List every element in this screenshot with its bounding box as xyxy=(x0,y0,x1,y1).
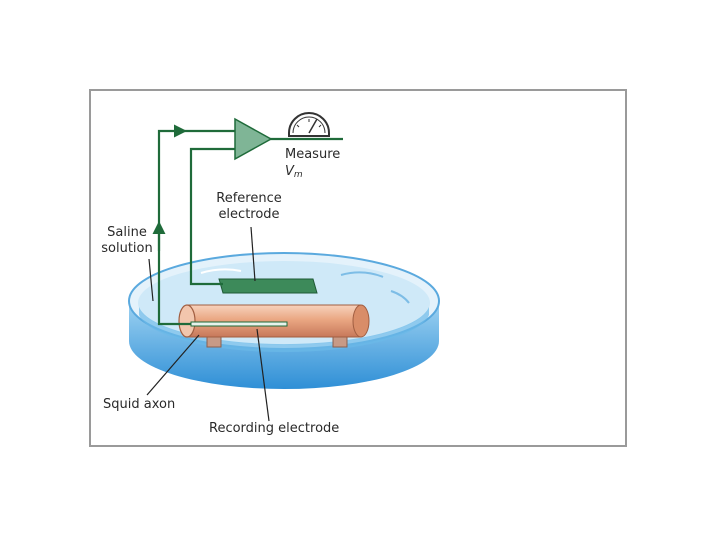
vm-label-sub: m xyxy=(293,170,303,180)
voltmeter-icon xyxy=(288,112,330,137)
reference-label-line1: Reference xyxy=(216,191,282,206)
squid-axon xyxy=(178,304,370,338)
squid-axon-label-text: Squid axon xyxy=(103,397,176,412)
reference-label-line2: electrode xyxy=(218,207,280,222)
leader-saline xyxy=(148,258,154,302)
leader-squid xyxy=(146,334,200,396)
reference-wire xyxy=(189,147,235,286)
reference-electrode xyxy=(218,278,318,294)
reflection-streak xyxy=(390,290,410,304)
amplifier-icon xyxy=(234,117,273,161)
saline-label-line1: Saline xyxy=(107,225,147,240)
squid-axon-label: Squid axon xyxy=(103,397,175,413)
recording-electrode-label-text: Recording electrode xyxy=(209,421,340,436)
leader-reference xyxy=(250,226,256,282)
vm-label: Vm xyxy=(285,164,303,183)
reflection-streak xyxy=(200,268,242,274)
saline-solution-label: Saline solution xyxy=(95,225,159,257)
measure-label-text: Measure xyxy=(285,147,341,162)
saline-label-line2: solution xyxy=(101,241,153,256)
recording-electrode xyxy=(190,321,288,327)
reflection-streak xyxy=(340,271,384,278)
recording-electrode-label: Recording electrode xyxy=(209,421,339,437)
wires xyxy=(152,124,343,326)
diagram-canvas xyxy=(128,112,440,422)
vm-label-main: V xyxy=(285,164,294,179)
diagram-frame: Measure Vm Reference electrode Saline so… xyxy=(89,89,627,447)
reference-electrode-label: Reference electrode xyxy=(209,191,289,223)
leader-recording xyxy=(256,328,270,422)
leader-lines xyxy=(146,226,270,422)
measure-label: Measure xyxy=(285,147,340,163)
